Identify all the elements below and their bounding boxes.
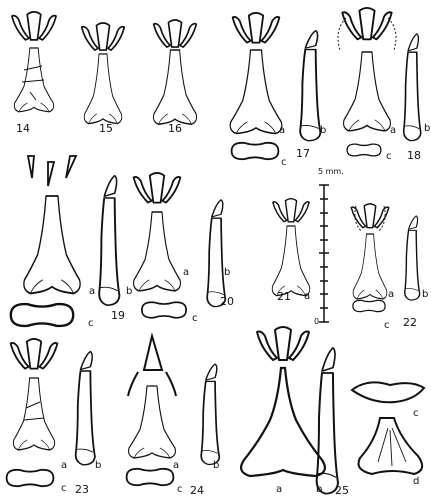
fig-24-view-c: c (177, 484, 183, 495)
fig-21-number: 21 (277, 290, 291, 303)
fig-21-view-a: a (304, 291, 311, 302)
fig-22-view-c: c (384, 320, 390, 331)
fig-18-view-b: b (424, 123, 431, 134)
fig-25-drawing (240, 326, 426, 495)
fig-16-drawing (152, 19, 198, 125)
scale-bar (319, 184, 329, 323)
fig-19-number: 19 (111, 309, 125, 322)
scale-bar-top-label: 5 mm. (318, 167, 344, 176)
fig-16-number: 16 (168, 122, 182, 135)
fig-20-view-c: c (192, 313, 198, 324)
fig-20-drawing (132, 171, 227, 319)
fig-18-view-c: c (386, 151, 392, 162)
fig-20-view-b: b (224, 267, 231, 278)
fig-24-view-b: b (213, 460, 220, 471)
fig-19-view-b: b (126, 286, 133, 297)
fig-17-drawing (229, 11, 322, 161)
fig-25-view-d: d (413, 476, 420, 487)
fig-24-number: 24 (190, 484, 204, 497)
fig-22-view-b: b (422, 289, 429, 300)
fig-15-drawing (80, 22, 126, 125)
fig-23-drawing (5, 337, 96, 488)
fig-15-number: 15 (99, 122, 113, 135)
fig-14-number: 14 (16, 122, 30, 135)
fig-18-number: 18 (407, 149, 421, 162)
fig-22-number: 22 (403, 316, 417, 329)
fig-24-drawing (125, 332, 221, 487)
fig-23-view-a: a (61, 460, 68, 471)
fig-25-view-c: c (413, 408, 419, 419)
fig-23-number: 23 (75, 483, 89, 496)
fig-23-view-c: c (61, 483, 67, 494)
fig-14-drawing (11, 10, 57, 113)
fig-20-view-a: a (183, 267, 190, 278)
fig-25-view-b: b (316, 484, 323, 495)
fig-25-view-a: a (276, 484, 283, 495)
fig-17-view-c: c (281, 157, 287, 168)
fig-17-view-b: b (320, 125, 327, 136)
fig-19-view-c: c (88, 318, 94, 329)
fig-18-view-a: a (390, 125, 397, 136)
fig-22-view-a: a (388, 289, 395, 300)
fig-17-number: 17 (296, 147, 310, 160)
fig-24-view-a: a (173, 460, 180, 471)
fig-17-view-a: a (279, 125, 286, 136)
fig-18-drawing (337, 6, 422, 157)
fig-22-drawing (350, 203, 421, 313)
scale-bar-bottom-label: 0 (314, 317, 320, 326)
fig-19-view-a: a (89, 286, 96, 297)
fig-20-number: 20 (220, 295, 234, 308)
fig-21-drawing (271, 197, 311, 297)
fig-25-number: 25 (335, 484, 349, 497)
fig-19-drawing (9, 155, 121, 328)
fig-23-view-b: b (95, 460, 102, 471)
